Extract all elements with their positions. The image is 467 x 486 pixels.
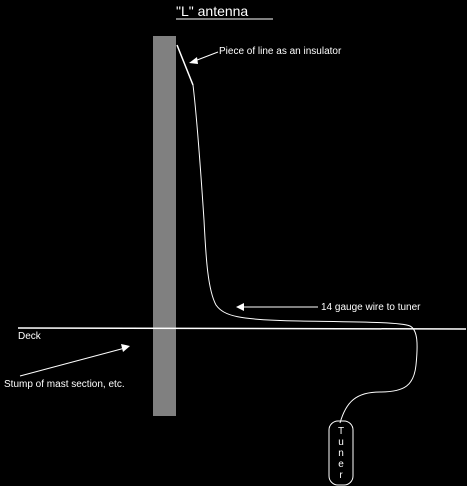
tuner-letter: n (338, 448, 344, 459)
stump-arrow (19, 347, 126, 377)
wire-label: 14 gauge wire to tuner (321, 302, 421, 313)
stump-label: Stump of mast section, etc. (4, 379, 125, 390)
stump-arrowhead (121, 344, 130, 352)
antenna-wire (192, 84, 418, 424)
tuner-letter: r (339, 470, 343, 481)
insulator-label: Piece of line as an insulator (219, 46, 342, 57)
insulator (176, 44, 194, 86)
deck-line (17, 327, 467, 330)
tuner-letter: e (338, 459, 344, 470)
tuner-letter: u (338, 437, 344, 448)
diagram-title: "L" antenna (176, 3, 248, 19)
insulator-arrowhead (189, 57, 198, 64)
mast (153, 36, 176, 416)
deck-label: Deck (18, 331, 42, 342)
tuner-letter: T (338, 426, 344, 437)
wire-arrowhead (236, 303, 244, 311)
tuner-box (328, 420, 354, 486)
